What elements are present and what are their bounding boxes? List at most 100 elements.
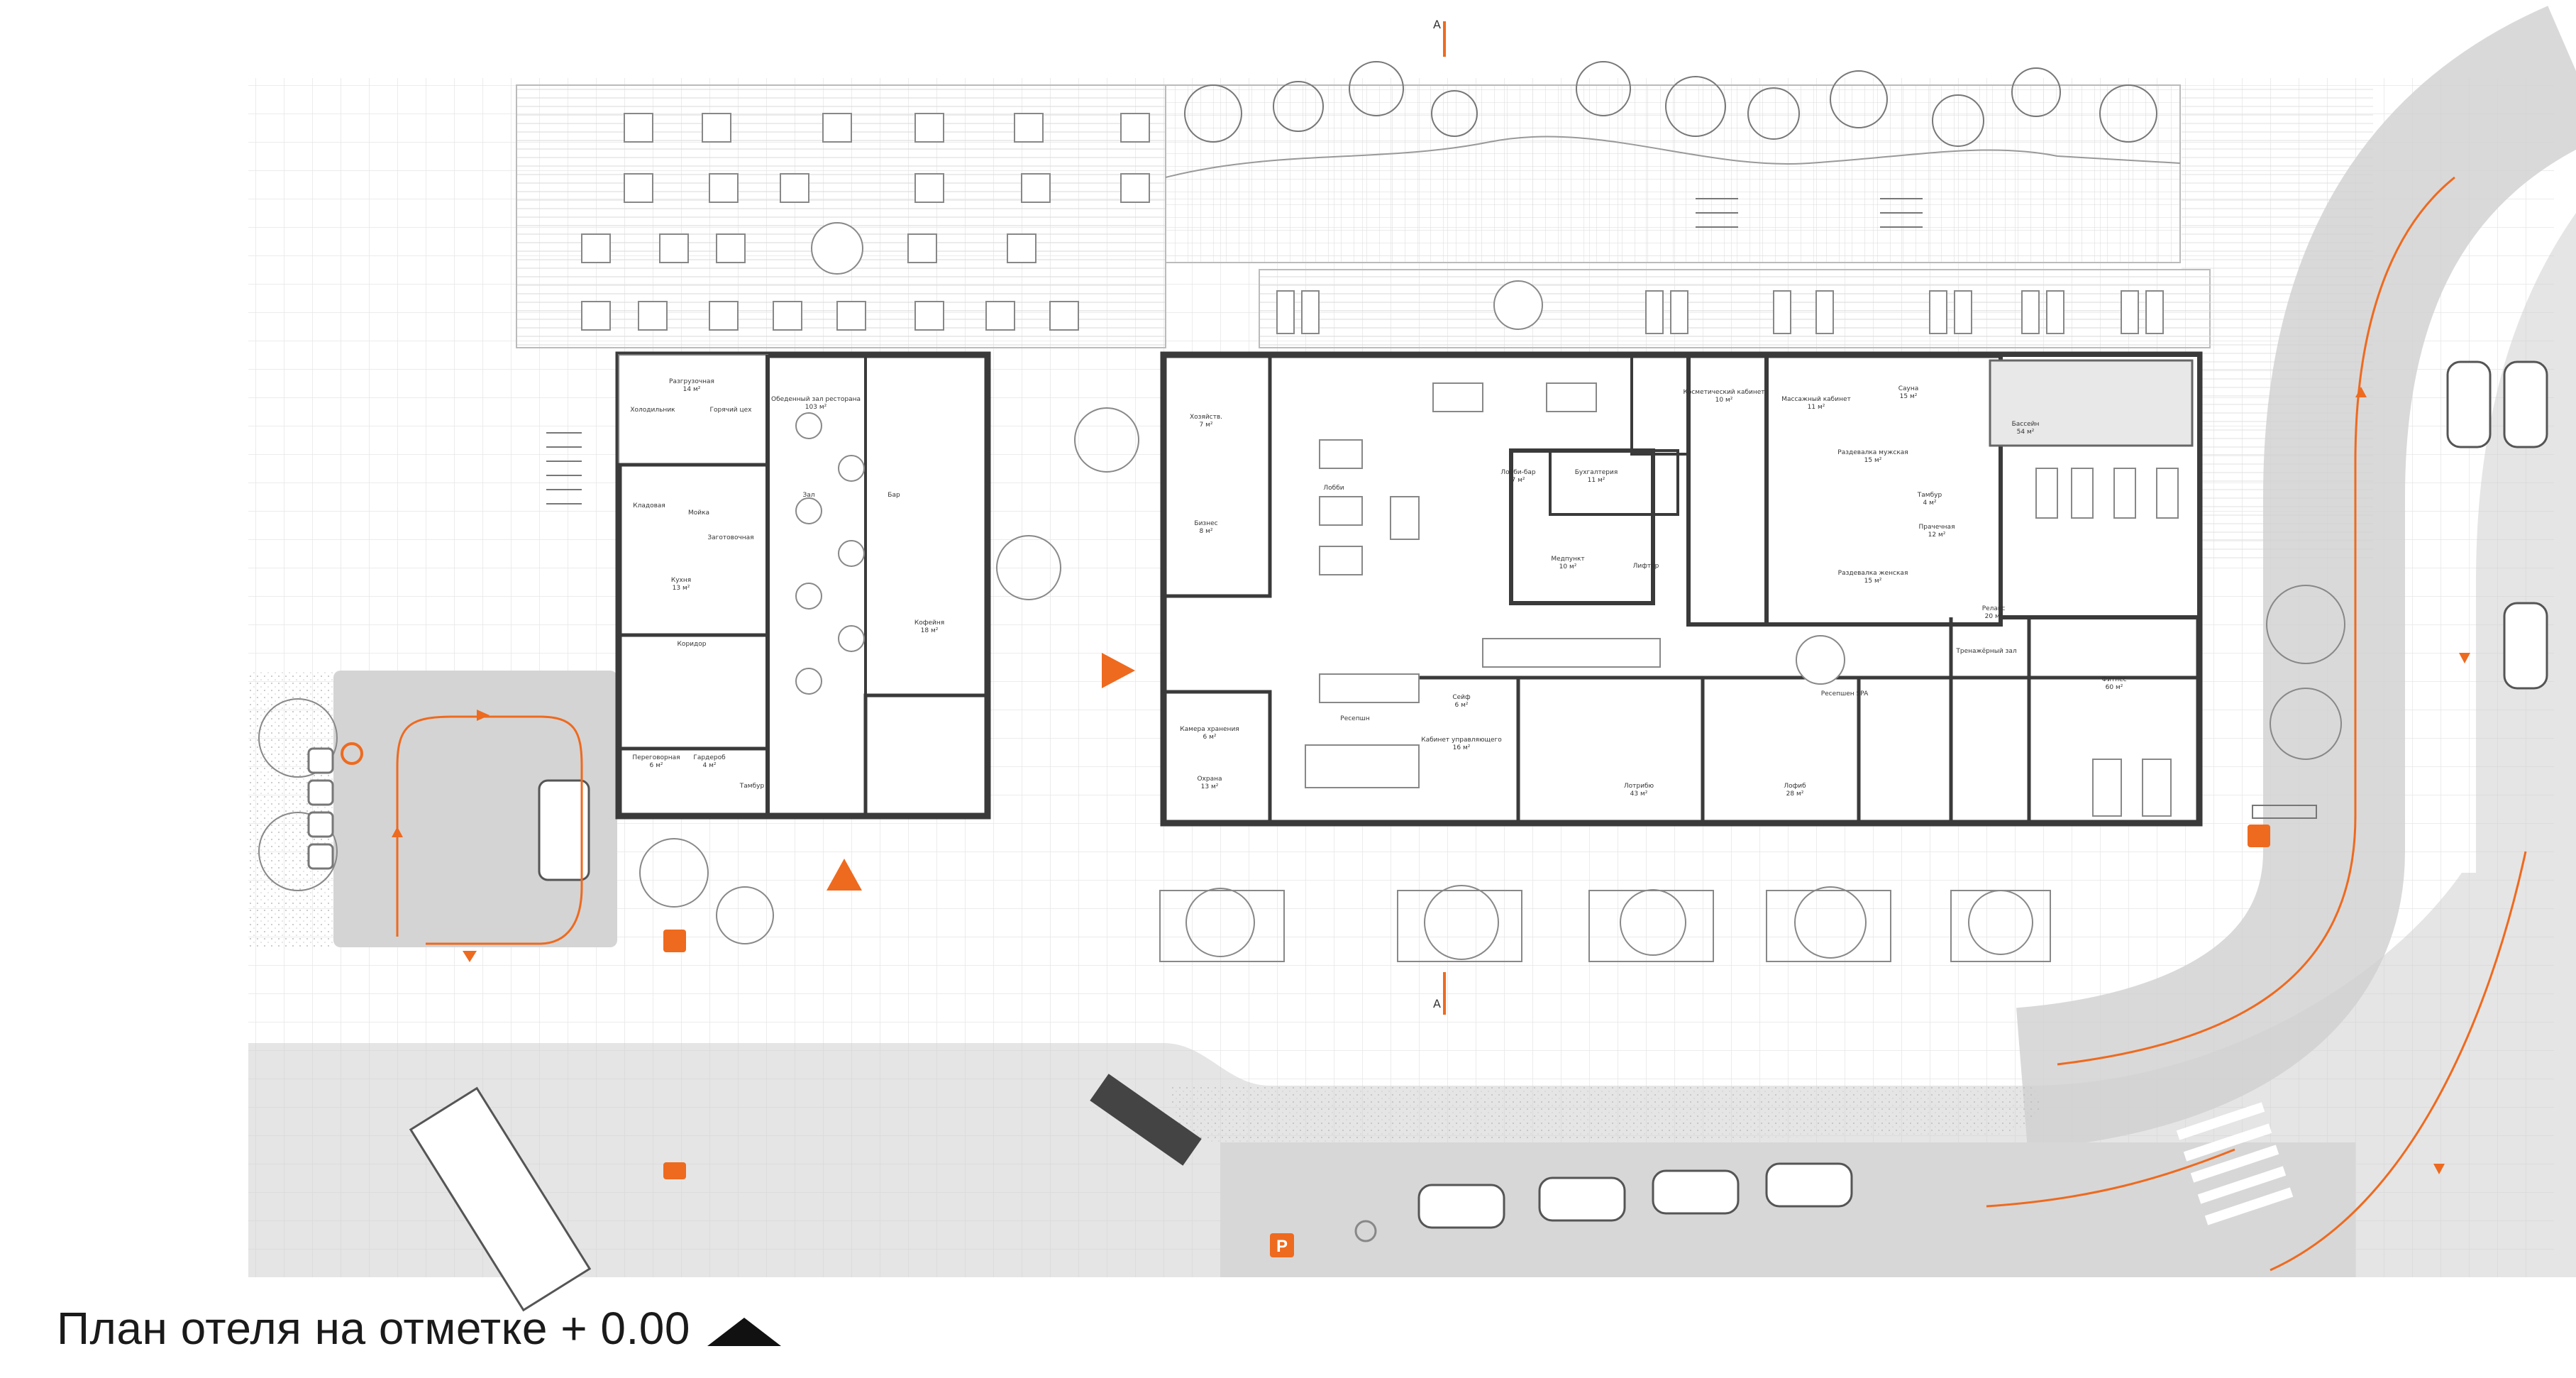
room-area: 8 м²: [1200, 528, 1213, 535]
bicycle-icon: [2248, 825, 2270, 847]
room-label: Разгрузочная: [669, 378, 714, 385]
green-west: [248, 671, 333, 947]
room-label: Лотрибю: [1624, 783, 1654, 790]
garden-area: [1165, 84, 2181, 263]
room-area: 20 м²: [1985, 613, 2003, 620]
room-label: Кабинет управляющего: [1421, 737, 1502, 744]
room-label: Ресепшен SPA: [1821, 690, 1869, 698]
room-label: Бухгалтерия: [1575, 469, 1618, 476]
room-label: Переговорная: [632, 754, 680, 761]
room-label: Тамбур: [739, 783, 765, 790]
sun-loungers: [1276, 290, 2164, 334]
traffic-direction-arrow-icon: [392, 387, 2470, 1174]
room-area: 11 м²: [1588, 477, 1605, 484]
room-label: Релакс: [1982, 605, 2006, 612]
accessible-parking-icon: [1354, 1220, 1377, 1242]
room-label: Раздевалка мужская: [1837, 449, 1908, 456]
room-label: Бар: [888, 492, 900, 499]
room-label: Коридор: [678, 641, 707, 648]
room-area: 10 м²: [1715, 397, 1733, 404]
room-label: Лифтёр: [1633, 563, 1659, 570]
parked-cars: [538, 360, 2548, 1229]
garden-path: [1165, 136, 2181, 178]
room-label: Обеденный зал ресторана: [771, 396, 861, 403]
room-area: 10 м²: [1559, 563, 1577, 571]
room-label: Бассейн: [2012, 421, 2040, 428]
room-label: Тамбур: [1917, 492, 1942, 499]
terrace-tables: [581, 113, 1543, 331]
room-label: Кухня: [671, 577, 691, 584]
room-label: Фитнес: [2101, 676, 2126, 683]
room-label: Лобби: [1323, 485, 1344, 492]
road-barrier: [1090, 1074, 1202, 1166]
room-label: Массажный кабинет: [1781, 396, 1851, 403]
room-label: Гардероб: [693, 754, 726, 761]
room-area: 15 м²: [1864, 578, 1882, 585]
parking-letter: P: [1276, 1237, 1288, 1256]
room-label: Бизнес: [1194, 520, 1217, 527]
recycling-icon: [341, 742, 363, 765]
building-main-block: [1160, 351, 2203, 827]
exterior-stairs: [546, 198, 1923, 505]
room-area: 43 м²: [1630, 790, 1648, 798]
waste-icon: [307, 747, 334, 870]
room-label: Раздевалка женская: [1838, 570, 1908, 577]
entrance-arrow-icon: [1102, 653, 1135, 688]
room-label: Хозяйств.: [1190, 414, 1222, 421]
swimming-pool: [1989, 359, 2194, 447]
bus-stop-sign: [663, 1162, 686, 1179]
entrance-arrow-icon: [827, 859, 862, 891]
room-area: 6 м²: [650, 762, 663, 769]
room-area: 12 м²: [1928, 531, 1946, 539]
room-label: Холодильник: [630, 407, 675, 414]
bus: [409, 1086, 592, 1312]
room-area: 60 м²: [2106, 684, 2123, 691]
room-label: Сауна: [1898, 385, 1919, 392]
room-label: Зал: [802, 492, 814, 499]
room-label: Тренажёрный зал: [1955, 648, 2016, 655]
room-label: Мойка: [688, 509, 709, 517]
room-area: 13 м²: [1201, 783, 1219, 790]
room-area: 6 м²: [1203, 734, 1217, 741]
pool-terrace: [1259, 269, 2211, 348]
room-area: 28 м²: [1786, 790, 1804, 798]
room-area: 16 м²: [1453, 744, 1471, 751]
section-label-top: А: [1433, 18, 1441, 31]
room-label: Кладовая: [633, 502, 665, 509]
room-area: 4 м²: [1923, 500, 1937, 507]
plaza-paving: [1171, 1086, 2041, 1142]
room-area: 7 м²: [1200, 421, 1213, 429]
room-label: Косметический кабинет: [1683, 389, 1764, 396]
room-area: 54 м²: [2017, 429, 2035, 436]
room-area: 7 м²: [1512, 477, 1525, 484]
room-area: 6 м²: [1455, 702, 1469, 709]
parking-icon: [1270, 1233, 1294, 1257]
plan-title: План отеля на отметке + 0.00: [57, 1303, 690, 1354]
room-label: Сейф: [1452, 694, 1471, 701]
room-label: Охрана: [1197, 776, 1222, 783]
pedestrian-crossing: [2176, 1102, 2294, 1225]
plan-caption: План отеля на отметке + 0.00: [57, 1293, 781, 1364]
room-label: Кофейня: [914, 619, 944, 627]
bike-rack: [2252, 805, 2317, 819]
traffic-lines: [396, 176, 2527, 1272]
room-label: Ресепшн: [1340, 715, 1370, 722]
room-area: 103 м²: [805, 404, 827, 411]
room-area: 15 м²: [1864, 457, 1882, 464]
section-label-bottom: А: [1433, 997, 1441, 1010]
planters: [258, 407, 2345, 962]
room-label: Горячий цех: [710, 407, 753, 414]
bus-icon: [663, 930, 686, 952]
room-label: Заготовочная: [707, 534, 753, 541]
garden-trees: [1184, 61, 2157, 147]
room-area: 14 м²: [683, 386, 701, 393]
building-left-block: [615, 351, 991, 820]
room-area: 4 м²: [703, 762, 717, 769]
ring-road: [2016, 6, 2576, 1150]
room-area: 13 м²: [673, 585, 690, 592]
room-area: 15 м²: [1900, 393, 1918, 400]
